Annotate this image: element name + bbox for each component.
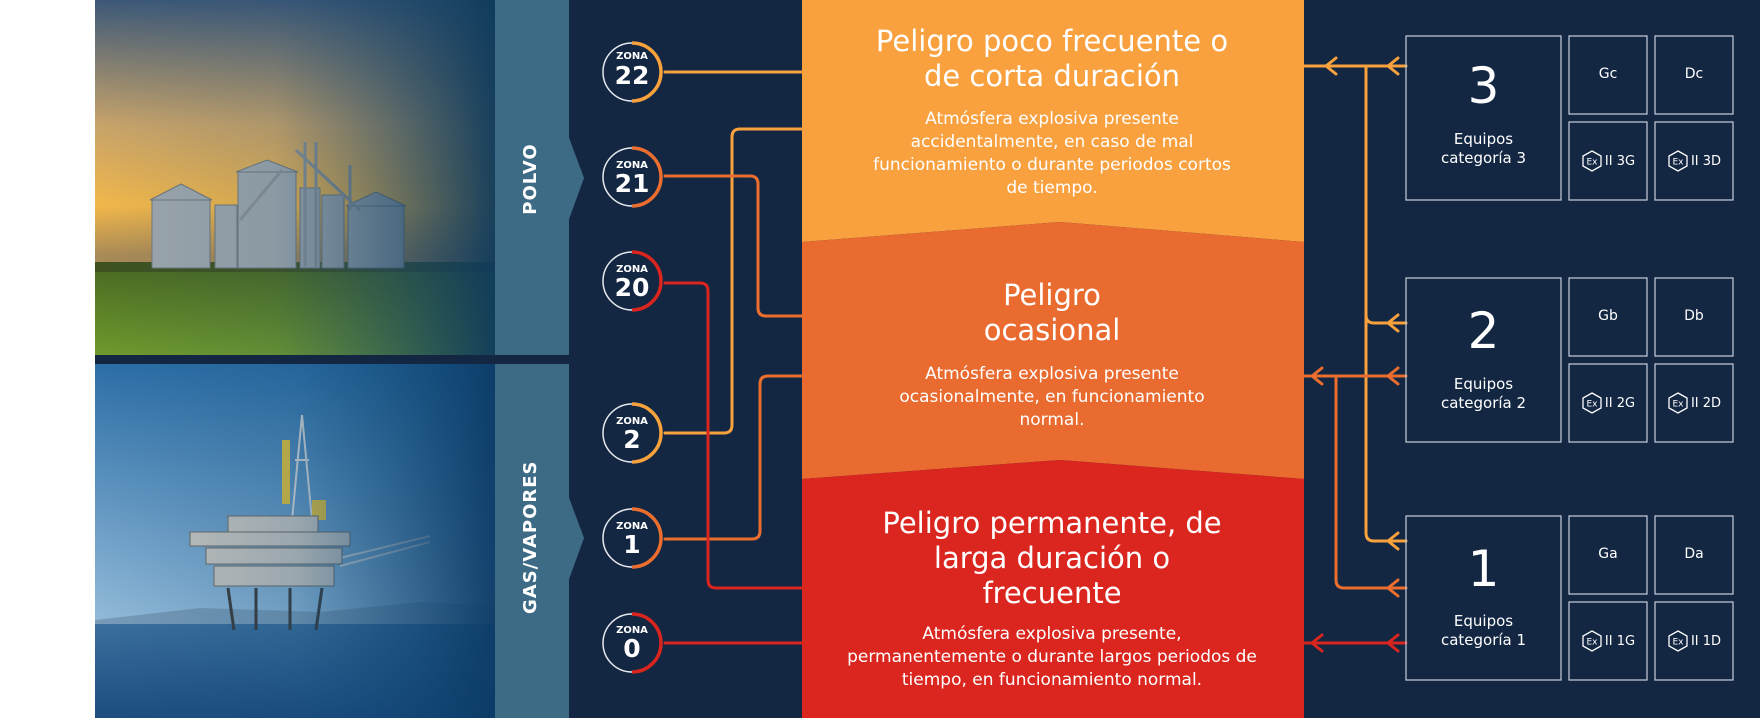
- section-divider: [95, 355, 585, 364]
- zone-21-number: 21: [614, 169, 650, 198]
- zone-2-number: 2: [623, 425, 641, 454]
- connector-zone1: [663, 374, 804, 541]
- category-2-gas-epl: Gb: [1598, 308, 1618, 324]
- category-2-gas-mark: Ex II 2G: [1569, 392, 1647, 414]
- ex-hexagon-icon: Ex: [1668, 150, 1688, 172]
- connector-zone2: [663, 127, 804, 435]
- zone-0-circle: [602, 612, 663, 674]
- zone-2-tag: ZONA: [616, 416, 648, 427]
- category-1-dust-mark: Ex II 1D: [1655, 630, 1733, 652]
- category-grid: [1405, 35, 1734, 681]
- category-1-label: Equipos categoría 1: [1440, 612, 1527, 649]
- category-1-gas-epl: Ga: [1598, 546, 1618, 562]
- arrowheads: [1310, 56, 1400, 653]
- zone-connectors: [663, 70, 804, 645]
- category-3-number: 3: [1467, 57, 1500, 115]
- svg-text:Ex: Ex: [1586, 400, 1598, 410]
- zone-22-circle: [602, 41, 663, 103]
- category-connectors: [1302, 64, 1408, 645]
- hazard-high-title: Peligro permanente, de larga duración o …: [882, 506, 1222, 610]
- category-1-gas-mark-text: II 1G: [1604, 633, 1636, 649]
- ex-hexagon-icon: Ex: [1582, 392, 1602, 414]
- category-2-dust-epl: Db: [1684, 308, 1704, 324]
- zone-1-tag: ZONA: [616, 521, 648, 532]
- dust-label: POLVO: [520, 143, 541, 215]
- category-2-dust-mark: Ex II 2D: [1655, 392, 1733, 414]
- category-2-dust-mark-text: II 2D: [1690, 395, 1722, 411]
- ex-hexagon-icon: Ex: [1582, 150, 1602, 172]
- category-3-gas-epl: Gc: [1598, 66, 1618, 82]
- svg-text:Ex: Ex: [1672, 158, 1684, 168]
- connector-zone20: [663, 281, 804, 590]
- hazard-low-description: Atmósfera explosiva presente accidentalm…: [873, 109, 1231, 198]
- zone-0-tag: ZONA: [616, 625, 648, 636]
- zone-20-number: 20: [614, 273, 650, 302]
- svg-text:Ex: Ex: [1586, 158, 1598, 168]
- category-2-gas-mark-text: II 2G: [1604, 395, 1636, 411]
- ex-hexagon-icon: Ex: [1582, 630, 1602, 652]
- zone-22-tag: ZONA: [616, 51, 648, 62]
- hazard-medium-description: Atmósfera explosiva presente ocasionalme…: [899, 364, 1205, 430]
- ex-hexagon-icon: Ex: [1668, 392, 1688, 414]
- zone-0-number: 0: [623, 634, 641, 663]
- offshore-platform-photo: [95, 364, 495, 718]
- zone-21-tag: ZONA: [616, 160, 648, 171]
- category-1-dust-mark-text: II 1D: [1690, 633, 1722, 649]
- zone-1-number: 1: [623, 530, 641, 559]
- hazard-band-low: [802, 0, 1304, 242]
- connector-zone21: [663, 174, 804, 318]
- hazard-medium-title: Peligro ocasional: [983, 278, 1121, 347]
- category-1-number: 1: [1467, 540, 1500, 598]
- category-1-dust-epl: Da: [1684, 546, 1704, 562]
- svg-text:Ex: Ex: [1586, 638, 1598, 648]
- zone-badges: [602, 41, 663, 674]
- category-2-number: 2: [1467, 302, 1500, 360]
- zone-21-circle: [602, 146, 663, 208]
- zone-2-circle: [602, 402, 663, 464]
- hazard-low-title: Peligro poco frecuente o de corta duraci…: [875, 24, 1229, 93]
- hazard-high-description: Atmósfera explosiva presente, permanente…: [847, 624, 1257, 690]
- svg-text:Ex: Ex: [1672, 638, 1684, 648]
- silos-photo: [95, 0, 495, 355]
- category-3-dust-mark: Ex II 3D: [1655, 150, 1733, 172]
- gas-arrow-tab: [568, 495, 584, 582]
- category-3-label: Equipos categoría 3: [1440, 130, 1527, 167]
- dust-arrow-tab: [568, 135, 584, 222]
- hazard-band-medium: [802, 222, 1304, 479]
- zone-20-circle: [602, 250, 663, 312]
- category-1-gas-mark: Ex II 1G: [1569, 630, 1647, 652]
- hazard-band-high: [802, 460, 1304, 718]
- category-2-label: Equipos categoría 2: [1440, 375, 1527, 412]
- category-3-dust-mark-text: II 3D: [1690, 153, 1722, 169]
- zone-20-tag: ZONA: [616, 264, 648, 275]
- zone-1-circle: [602, 507, 663, 569]
- zone-22-number: 22: [614, 61, 650, 90]
- svg-text:Ex: Ex: [1672, 400, 1684, 410]
- category-3-gas-mark-text: II 3G: [1604, 153, 1636, 169]
- category-3-gas-mark: Ex II 3G: [1569, 150, 1647, 172]
- category-3-dust-epl: Dc: [1684, 66, 1704, 82]
- ex-hexagon-icon: Ex: [1668, 630, 1688, 652]
- gas-label: GAS/VAPORES: [520, 460, 541, 615]
